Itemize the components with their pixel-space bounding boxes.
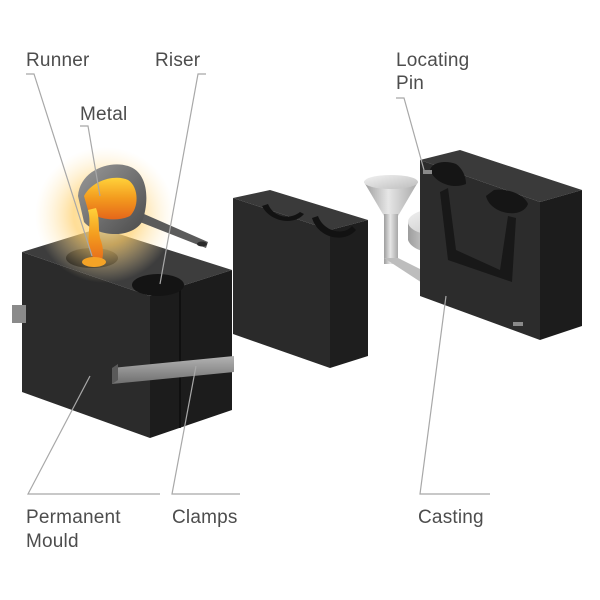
molten-metal-splash <box>82 257 106 267</box>
locating-pin-stub <box>12 305 26 323</box>
leader-clamps <box>171 365 240 495</box>
mould-half-cavity-1 <box>262 204 304 221</box>
leader-runner <box>26 73 93 257</box>
casting-sprue <box>384 214 398 264</box>
ladle <box>78 164 208 248</box>
mould-half-right-top <box>420 150 582 202</box>
leader-permanent-mould <box>27 375 160 495</box>
leader-casting <box>419 295 490 495</box>
mould-half-top <box>233 190 368 230</box>
molten-metal-stream <box>88 208 103 264</box>
mould-half-cavity-2 <box>312 216 356 238</box>
locating-pin-top <box>423 170 432 174</box>
leader-locating-pin <box>396 97 425 171</box>
mould-cavity-runner-cup <box>430 162 466 187</box>
label-metal: Metal <box>80 104 128 125</box>
ladle-handle-hole <box>197 241 207 247</box>
ladle-rim-molten <box>84 177 137 220</box>
mould-front-face <box>22 252 150 438</box>
mould-half-right-side <box>540 190 582 340</box>
mould-half-front <box>233 198 330 368</box>
ladle-handle <box>140 214 208 248</box>
riser-opening <box>132 274 184 296</box>
mould-cavity-riser <box>486 189 528 214</box>
label-clamps: Clamps <box>172 507 238 528</box>
label-riser: Riser <box>155 50 201 71</box>
clamp-bar <box>112 356 234 384</box>
leader-riser <box>159 73 206 285</box>
mould-half-right <box>420 150 582 340</box>
label-runner: Runner <box>26 50 90 71</box>
label-permanent-mould-line1: Permanent <box>26 507 121 528</box>
leader-lines <box>26 73 490 495</box>
label-permanent-mould-line2: Mould <box>26 531 79 552</box>
locating-pin-bottom <box>513 322 523 326</box>
label-casting: Casting <box>418 507 484 528</box>
label-locating-pin-line1: Locating <box>396 50 470 71</box>
assembled-mould <box>12 228 234 438</box>
mould-cavity-channel <box>440 188 516 282</box>
mould-half-left <box>233 190 368 368</box>
casting-runner-cup-top <box>364 175 418 189</box>
mould-right-face <box>150 270 232 438</box>
label-locating-pin-line2: Pin <box>396 73 425 94</box>
leader-metal <box>80 125 101 197</box>
clamp-bar-end <box>112 364 118 384</box>
mould-half-side <box>330 220 368 368</box>
